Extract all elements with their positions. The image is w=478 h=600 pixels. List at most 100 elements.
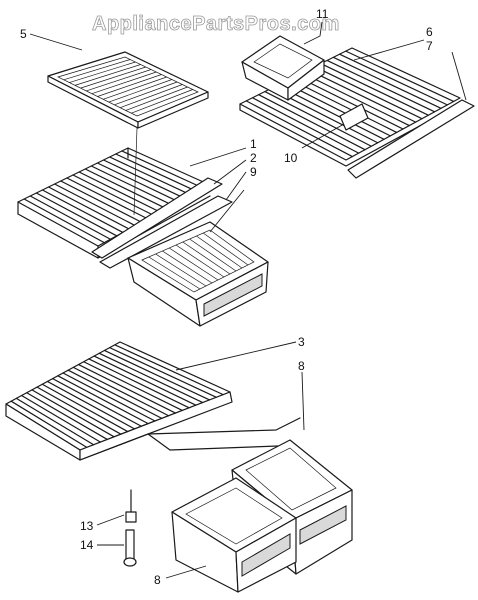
crisper-pan-grid xyxy=(148,232,249,290)
hatch-line xyxy=(109,347,217,398)
roller-part-14 xyxy=(123,529,137,567)
hatch-line xyxy=(35,192,118,237)
callout-14: 14 xyxy=(80,538,94,552)
hatch-line xyxy=(97,74,162,97)
hatch-line xyxy=(131,89,193,114)
leader-lines xyxy=(29,21,467,579)
upper-wire-shelf-rods xyxy=(245,50,455,158)
callout-8-bottom: 8 xyxy=(154,573,161,587)
wire-shelf-part-1 xyxy=(17,147,211,259)
callout-1: 1 xyxy=(250,137,257,151)
hatch-line xyxy=(67,369,163,419)
hatch-line xyxy=(345,50,455,103)
hatch-line xyxy=(162,250,213,284)
hatch-line xyxy=(121,150,205,189)
hatch-line xyxy=(98,352,204,404)
hatch-line xyxy=(15,397,95,446)
callout-6: 6 xyxy=(426,25,433,39)
hatch-line xyxy=(41,189,124,234)
hatch-line xyxy=(47,186,130,230)
clip-part-13 xyxy=(125,489,137,523)
hatch-line xyxy=(54,183,136,227)
wire-shelf-part-3 xyxy=(5,341,233,461)
hatch-line xyxy=(90,165,174,206)
lower-wire-shelf-rods xyxy=(10,344,224,448)
hatch-line xyxy=(29,195,112,240)
hatch-line xyxy=(189,238,237,272)
hatch-line xyxy=(31,389,115,438)
wire-shelf-rods xyxy=(23,150,205,244)
callout-8-top: 8 xyxy=(298,359,305,373)
hatch-line xyxy=(96,162,180,203)
hatch-line xyxy=(175,244,225,278)
hatch-line xyxy=(119,84,183,108)
hatch-line xyxy=(36,386,122,435)
callout-2: 2 xyxy=(250,151,257,165)
watermark: AppliancePartsPros.com xyxy=(92,13,340,35)
hatch-line xyxy=(314,66,423,120)
hatch-line xyxy=(93,355,197,406)
hatch-line xyxy=(46,380,136,430)
hatch-line xyxy=(251,97,360,154)
hatch-line xyxy=(20,394,102,443)
hatch-line xyxy=(103,76,167,100)
hatch-line xyxy=(295,75,404,130)
hatch-line xyxy=(258,94,366,151)
hatch-line xyxy=(78,171,161,213)
crisper-cover-frame xyxy=(79,417,301,461)
hatch-line xyxy=(108,79,173,103)
snack-bin-part-11 xyxy=(241,35,325,101)
hatch-line xyxy=(80,66,146,89)
hatch-line xyxy=(202,232,249,266)
hatch-line xyxy=(60,180,143,223)
hatch-line xyxy=(26,392,108,441)
hatch-line xyxy=(84,168,168,210)
glass-shelf-part-5 xyxy=(47,51,209,216)
hatch-line xyxy=(69,61,136,83)
hatch-line xyxy=(72,174,155,217)
hatch-line xyxy=(114,81,178,106)
hatch-line xyxy=(63,59,131,81)
hatch-line xyxy=(102,159,186,200)
hatch-line xyxy=(72,366,170,417)
crisper-pan-part-9 xyxy=(127,221,269,327)
callout-3: 3 xyxy=(298,335,305,349)
hatch-line xyxy=(83,361,183,412)
hatch-line xyxy=(109,156,192,196)
hatch-line xyxy=(23,198,105,244)
hatch-line xyxy=(155,253,207,287)
callout-5: 5 xyxy=(20,27,27,41)
hatch-line xyxy=(196,235,243,269)
hatch-line xyxy=(41,383,129,433)
hatch-line xyxy=(115,153,199,193)
hatch-line xyxy=(77,363,177,414)
hatch-line xyxy=(10,400,88,448)
hatch-line xyxy=(332,56,442,109)
hatch-line xyxy=(66,177,149,220)
hatch-line xyxy=(148,256,201,290)
hatch-line xyxy=(52,378,142,427)
crisper-drawer-left-part-8 xyxy=(171,477,297,593)
hatch-line xyxy=(182,241,231,275)
callout-11: 11 xyxy=(316,7,329,21)
hatch-line xyxy=(338,53,448,106)
hatch-line xyxy=(125,86,188,111)
hatch-line xyxy=(103,349,211,401)
hatch-line xyxy=(74,64,141,86)
callout-9: 9 xyxy=(250,165,257,179)
shelf-trim-part-7 xyxy=(347,99,475,179)
hatch-line xyxy=(301,72,410,127)
hatch-line xyxy=(88,358,190,409)
callout-7: 7 xyxy=(426,39,433,53)
hatch-line xyxy=(114,344,224,396)
bracket-part-10 xyxy=(339,103,369,131)
hatch-line xyxy=(282,81,391,137)
hatch-line xyxy=(169,247,219,281)
callout-13: 13 xyxy=(80,519,94,533)
hatch-line xyxy=(320,62,429,116)
hatch-line xyxy=(307,69,417,123)
hatch-line xyxy=(326,59,436,113)
shelf-rails-part-2 xyxy=(91,177,233,269)
hatch-line xyxy=(91,71,157,95)
